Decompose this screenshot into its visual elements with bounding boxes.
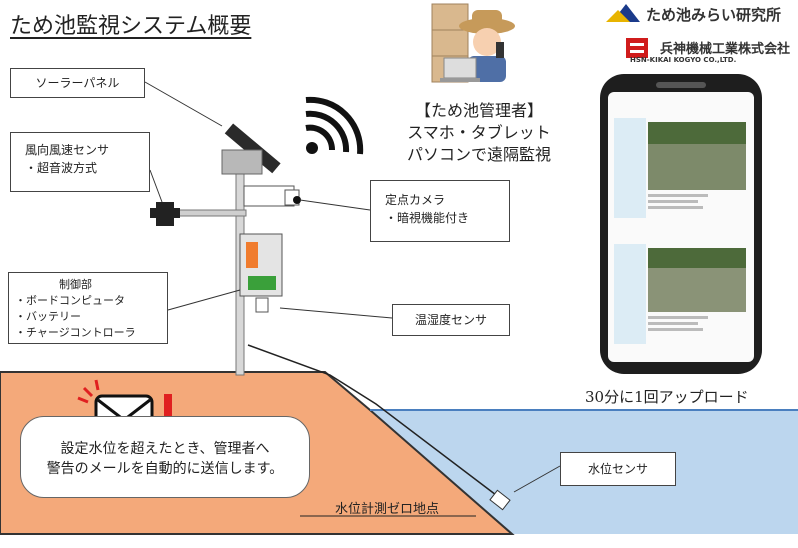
page-title: ため池監視システム概要	[10, 14, 252, 39]
hyoshin-logo-text: 兵神機械工業株式会社	[660, 42, 791, 57]
label-temp-humidity-sensor: 温湿度センサ	[392, 304, 510, 336]
label-water-level-sensor: 水位センサ	[560, 452, 676, 486]
label-control-unit: 制御部 ・ボードコンピュータ ・バッテリー ・チャージコントローラ	[8, 272, 168, 344]
water-level-sensor-device	[489, 489, 511, 511]
label-solar-panel: ソーラーパネル	[10, 68, 145, 98]
upload-note: 30分に1回アップロード	[585, 388, 749, 406]
tameike-logo-mark	[606, 4, 640, 22]
tameike-logo-text: ため池みらい研究所	[646, 6, 782, 24]
smartphone	[600, 74, 762, 374]
hyoshin-logo-mark	[626, 38, 648, 58]
wifi-signal-icon	[305, 96, 364, 155]
label-wind-sensor: 風向風速センサ ・超音波方式	[10, 132, 150, 192]
solar-panel-device	[224, 123, 281, 174]
alert-callout: 設定水位を超えたとき、管理者へ 警告のメールを自動的に送信します。	[20, 416, 310, 498]
manager-caption: 【ため池管理者】 スマホ・タブレット パソコンで遠隔監視	[406, 101, 551, 164]
temp-sensor-device	[255, 297, 269, 313]
sensor-cable	[247, 344, 501, 499]
zero-point-label: 水位計測ゼロ地点	[334, 502, 439, 517]
label-camera: 定点カメラ ・暗視機能付き	[370, 180, 510, 242]
hyoshin-logo-en: HSN-KIKAI KOGYO CO.,LTD.	[630, 56, 737, 64]
manager-illustration	[431, 3, 515, 83]
